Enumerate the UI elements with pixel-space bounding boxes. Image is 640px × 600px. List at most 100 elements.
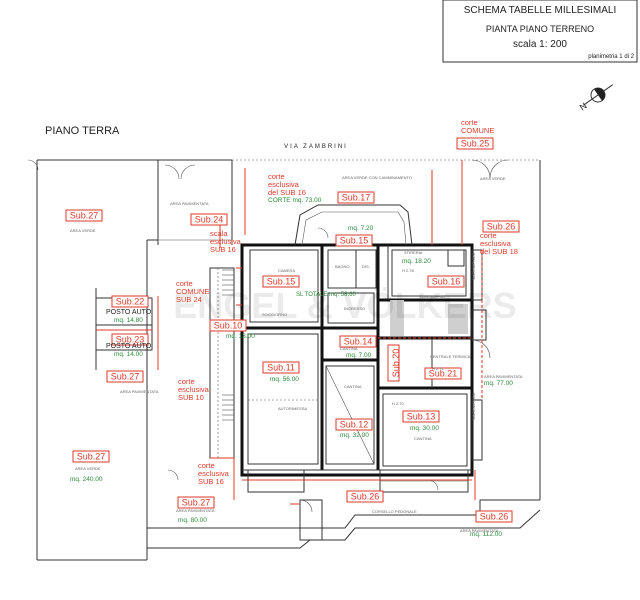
svg-text:mq. 32.00: mq. 32.00 xyxy=(340,432,369,439)
svg-text:mq. 112.00: mq. 112.00 xyxy=(470,531,502,538)
main-building xyxy=(240,204,491,493)
sub-label-text: Sub.10 xyxy=(214,321,243,331)
svg-text:AREA PAVIMENTATA: AREA PAVIMENTATA xyxy=(176,508,215,513)
sub-label-s15b: Sub.15 xyxy=(262,275,300,288)
sub-label-text: Sub.17 xyxy=(342,193,371,203)
sub-label-text: Sub.25 xyxy=(461,139,490,149)
sub-label-s24: Sub.24 xyxy=(190,213,228,226)
sub-label-text: Sub.27 xyxy=(182,498,211,508)
sub-label-text: Sub.16 xyxy=(432,277,461,287)
svg-text:POSTO AUTO: POSTO AUTO xyxy=(106,343,152,350)
sub-label-s16: Sub.16 xyxy=(427,275,465,288)
svg-text:H 2.71: H 2.71 xyxy=(432,366,445,371)
sub-label-text: Sub.26 xyxy=(351,492,380,502)
svg-text:CANTINA: CANTINA xyxy=(414,436,432,441)
sub-label-text: Sub.21 xyxy=(429,369,458,379)
svg-text:AREA PAVIMENTATA: AREA PAVIMENTATA xyxy=(460,528,499,533)
sub-label-s23: Sub.23 xyxy=(111,333,149,346)
sub-label-text: Sub.27 xyxy=(77,452,106,462)
svg-text:AUTORIMESSA: AUTORIMESSA xyxy=(278,406,307,411)
svg-text:LAVANDERIA: LAVANDERIA xyxy=(420,294,445,299)
sub-label-s17: Sub.17 xyxy=(337,191,375,204)
svg-text:INGRESSO: INGRESSO xyxy=(344,306,365,311)
area-values: POSTO AUTO mq. 14.80 POSTO AUTO mq. 14.0… xyxy=(70,225,513,538)
svg-text:AREA VERDE: AREA VERDE xyxy=(75,466,101,471)
svg-text:MARCIAPIEDE: MARCIAPIEDE xyxy=(471,252,476,280)
svg-text:AREA PAVIMENTATA: AREA PAVIMENTATA xyxy=(170,201,209,206)
svg-text:SL TOTALE mq. 58.60: SL TOTALE mq. 58.60 xyxy=(296,292,356,298)
svg-text:AREA VERDE: AREA VERDE xyxy=(70,228,96,233)
svg-text:CANTINA: CANTINA xyxy=(340,346,358,351)
sub-label-text: Sub.15 xyxy=(340,236,369,246)
watermark: ENGEL & VÖLKERS xyxy=(173,285,516,326)
floor-label: PIANO TERRA xyxy=(45,125,120,137)
svg-text:BAGNO: BAGNO xyxy=(335,264,349,269)
sub-label-text: Sub.12 xyxy=(340,420,369,430)
sub-label-text: Sub.27 xyxy=(70,211,99,221)
sub-label-s27c: Sub.27 xyxy=(72,450,110,463)
svg-text:AREA PAVIMENTATA: AREA PAVIMENTATA xyxy=(120,389,159,394)
svg-text:mq. 7.00: mq. 7.00 xyxy=(346,352,372,359)
svg-text:mq. 30.00: mq. 30.00 xyxy=(410,425,439,432)
sub-label-s26a: Sub.26 xyxy=(482,220,520,233)
sub-label-text: Sub.20 xyxy=(391,349,401,378)
site-boundaries xyxy=(27,159,541,561)
svg-text:AREA PAVIMENTATA: AREA PAVIMENTATA xyxy=(484,374,523,379)
street-name: VIA ZAMBRINI xyxy=(284,144,348,150)
room-labels: AREA VERDE AREA VERDE AREA PAVIMENTATA A… xyxy=(70,175,523,533)
sub-label-s12: Sub.12 xyxy=(335,418,373,431)
sheet-number: planimetria 1 di 2 xyxy=(588,54,634,60)
svg-text:MARCIAPIEDE: MARCIAPIEDE xyxy=(471,392,476,420)
svg-text:mq. 56.00: mq. 56.00 xyxy=(270,376,299,383)
sub-label-s20: Sub.20 xyxy=(387,344,401,382)
sub-label-text: Sub.14 xyxy=(344,337,373,347)
sub-label-text: Sub.27 xyxy=(111,372,140,382)
svg-text:mq. 77.00: mq. 77.00 xyxy=(484,380,513,387)
boundary-markers xyxy=(96,160,483,505)
sub-label-text: Sub.26 xyxy=(487,222,516,232)
svg-text:CAMERA: CAMERA xyxy=(278,268,295,273)
sub-label-text: Sub.22 xyxy=(116,297,145,307)
plan-title: SCHEMA TABELLE MILLESIMALI xyxy=(464,5,616,16)
svg-text:AREA VERDE CON CAMMINAMENTO: AREA VERDE CON CAMMINAMENTO xyxy=(342,175,412,180)
svg-text:mq. 240.00: mq. 240.00 xyxy=(70,476,103,483)
svg-text:CANTINA: CANTINA xyxy=(344,384,362,389)
sub-label-s11: Sub.11 xyxy=(262,361,300,374)
title-block: SCHEMA TABELLE MILLESIMALI PIANTA PIANO … xyxy=(442,0,638,63)
sub-label-s22: Sub.22 xyxy=(111,295,149,308)
svg-text:N: N xyxy=(578,101,589,113)
plan-scale: scala 1: 200 xyxy=(513,39,567,50)
sub-label-s13: Sub.13 xyxy=(402,410,440,423)
sub-label-s26c: Sub.26 xyxy=(475,510,513,523)
sub-label-text: Sub.26 xyxy=(480,512,509,522)
sub-label-text: Sub.24 xyxy=(195,215,224,225)
svg-text:H 2.78: H 2.78 xyxy=(402,268,415,273)
svg-text:mq. 18.20: mq. 18.20 xyxy=(402,258,431,265)
svg-text:AREA VERDE: AREA VERDE xyxy=(480,176,506,181)
svg-text:CORSELLO PEDONALE: CORSELLO PEDONALE xyxy=(372,509,417,514)
svg-text:mq. 14.00: mq. 14.00 xyxy=(114,351,143,358)
svg-text:POSTO AUTO: POSTO AUTO xyxy=(106,309,152,316)
plan-subtitle: PIANTA PIANO TERRENO xyxy=(486,24,594,34)
sub-label-s27d: Sub.27 xyxy=(177,496,215,509)
sub-label-text: Sub.13 xyxy=(407,412,436,422)
sub-label-text: Sub.23 xyxy=(116,335,145,345)
svg-text:H 2.70: H 2.70 xyxy=(392,401,405,406)
svg-text:STIRERIA: STIRERIA xyxy=(404,250,423,255)
sub-label-s15a: Sub.15 xyxy=(335,234,373,247)
sub-label-text: Sub.11 xyxy=(267,363,295,373)
svg-text:mq. 7.20: mq. 7.20 xyxy=(348,225,374,232)
sub-label-s27b: Sub.27 xyxy=(106,370,144,383)
svg-text:DIS.: DIS. xyxy=(362,264,370,269)
north-compass-icon: N xyxy=(578,84,614,113)
sub-label-s27a: Sub.27 xyxy=(65,209,103,222)
